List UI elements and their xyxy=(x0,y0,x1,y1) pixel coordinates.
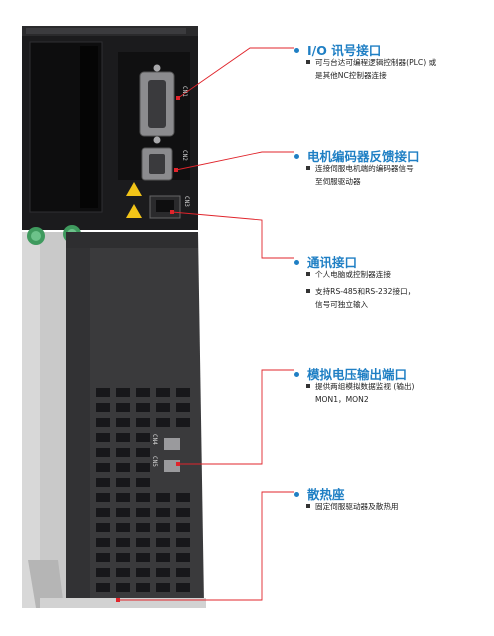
callout-io-line-2: 是其他NC控制器连接 xyxy=(315,71,387,80)
vent-slot xyxy=(136,583,150,592)
vent-slot xyxy=(176,568,190,577)
leader-analog xyxy=(178,369,294,465)
vent-slot xyxy=(176,523,190,532)
callout-encoder-line-2: 至伺服驱动器 xyxy=(315,177,361,186)
vent-slot xyxy=(136,418,150,427)
vent-slot xyxy=(136,568,150,577)
vent-slot xyxy=(156,508,170,517)
vent-slot xyxy=(156,418,170,427)
vent-slot xyxy=(116,433,130,442)
callout-analog-line-2: MON1，MON2 xyxy=(315,395,369,404)
vent-slot xyxy=(96,433,110,442)
vent-slot xyxy=(116,403,130,412)
vent-slot xyxy=(136,478,150,487)
callout-comm-line-1: 个人电脑或控制器连接 xyxy=(306,268,391,281)
vent-slot xyxy=(116,463,130,472)
callout-encoder-line-1: 连接伺服电机端的编码器信号 xyxy=(306,162,414,175)
vent-slot xyxy=(136,538,150,547)
vent-slot xyxy=(176,508,190,517)
port-label-cn3: CN3 xyxy=(183,196,190,207)
vent-slot xyxy=(96,463,110,472)
port-label-cn1: CN1 xyxy=(181,86,188,97)
vent-slot xyxy=(156,568,170,577)
callout-title-encoder: 电机编码器反馈接口 xyxy=(294,146,420,165)
vent-slot xyxy=(136,403,150,412)
callout-heatsink-line-1: 固定伺服驱动器及散热用 xyxy=(306,500,399,513)
port-label-cn4: CN4 xyxy=(151,434,158,445)
cn4-connector xyxy=(164,438,180,450)
vent-slot xyxy=(176,553,190,562)
vent-slot xyxy=(96,568,110,577)
vent-slot xyxy=(116,388,130,397)
vent-slot xyxy=(96,553,110,562)
vent-slot xyxy=(96,538,110,547)
vent-slot xyxy=(136,523,150,532)
vent-slot xyxy=(136,388,150,397)
vent-slot xyxy=(176,493,190,502)
port-label-cn5: CN5 xyxy=(151,456,158,467)
callout-title-comm: 通讯接口 xyxy=(294,252,357,271)
vent-slot xyxy=(116,523,130,532)
vent-slot xyxy=(176,403,190,412)
vent-slot xyxy=(116,553,130,562)
vent-slot xyxy=(136,553,150,562)
vent-slot xyxy=(116,448,130,457)
vent-slot xyxy=(176,583,190,592)
vent-slot xyxy=(116,568,130,577)
vent-slot xyxy=(96,508,110,517)
vent-slot xyxy=(156,583,170,592)
vent-slot xyxy=(116,493,130,502)
vent-slot xyxy=(96,403,110,412)
vent-slot xyxy=(136,463,150,472)
vent-slot xyxy=(96,478,110,487)
callout-comm-line-2: 支持RS-485和RS-232接口， xyxy=(306,285,415,298)
callout-io-line-1: 可与台达可编程逻辑控制器(PLC) 或 xyxy=(306,56,436,69)
vent-slot xyxy=(116,478,130,487)
vent-slot xyxy=(156,388,170,397)
vent-slot xyxy=(176,538,190,547)
vent-slot xyxy=(136,508,150,517)
vent-slot xyxy=(96,448,110,457)
port-label-cn2: CN2 xyxy=(181,150,188,161)
callout-title-analog: 模拟电压输出端口 xyxy=(294,364,407,383)
vent-slot xyxy=(136,448,150,457)
vent-slot xyxy=(116,508,130,517)
vent-slot xyxy=(156,403,170,412)
vent-slot xyxy=(156,523,170,532)
vent-slot xyxy=(136,433,150,442)
vent-slot xyxy=(156,538,170,547)
vent-slot xyxy=(176,388,190,397)
vent-slot xyxy=(116,538,130,547)
callout-title-io: I/O 讯号接口 xyxy=(294,40,381,59)
callout-analog-line-1: 提供两组模拟数据监视 (输出) xyxy=(306,380,414,393)
leader-comm xyxy=(171,211,294,259)
vent-slot xyxy=(96,493,110,502)
callout-title-heatsink: 散热座 xyxy=(294,484,345,503)
vent-slot xyxy=(96,583,110,592)
vent-slot xyxy=(176,418,190,427)
leader-io xyxy=(177,47,294,99)
leader-encoder xyxy=(175,151,294,171)
vent-slot xyxy=(96,523,110,532)
vent-slot xyxy=(156,493,170,502)
vent-slot xyxy=(96,418,110,427)
vent-slot xyxy=(96,388,110,397)
callout-comm-line-3: 信号可独立输入 xyxy=(315,300,369,309)
vent-slot xyxy=(116,583,130,592)
vent-slot xyxy=(136,493,150,502)
vent-slot xyxy=(156,553,170,562)
vent-slot xyxy=(116,418,130,427)
leader-heatsink xyxy=(118,491,294,601)
